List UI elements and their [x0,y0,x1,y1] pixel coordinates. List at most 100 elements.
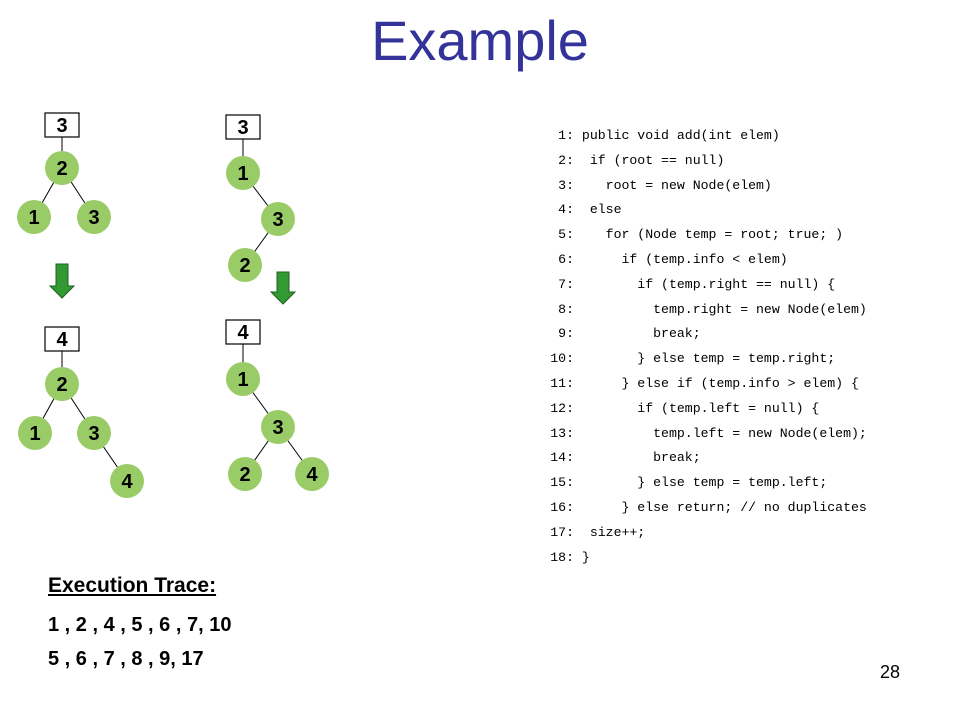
code-line-text: } else return; // no duplicates [574,499,867,515]
tree-top-right: 3 1 3 2 [225,114,295,282]
code-line-number: 10: [550,351,574,367]
code-line-text: if (root == null) [574,152,725,168]
code-line-text: public void add(int elem) [574,128,780,143]
tree-node [45,367,79,401]
code-line: 5: for (Node temp = root; true; ) [538,223,867,248]
tree-node-label: 2 [56,158,67,180]
tree-node-label: 4 [121,471,133,493]
tree-node [226,362,260,396]
tree-node [226,156,260,190]
code-line-number: 4: [558,202,574,218]
code-line-number: 1: [558,128,574,143]
insert-value-box [225,114,261,140]
code-line: 12: if (temp.left = null) { [538,397,867,422]
code-line: 11: } else if (temp.info > elem) { [538,372,867,397]
code-line-text: root = new Node(elem) [574,177,772,193]
code-line-number: 11: [550,375,574,391]
code-line-number: 2: [558,152,574,168]
tree-node [228,248,262,282]
tree-node-label: 1 [28,207,39,229]
tree-node [17,200,51,234]
tree-node-label: 3 [88,423,99,445]
code-line-number: 6: [558,251,574,267]
tree-node [295,457,329,491]
code-line: 15: } else temp = temp.left; [538,471,867,496]
tree-node-label: 3 [272,417,283,439]
code-line-number: 12: [550,400,574,416]
code-line: 18: } [538,546,867,571]
code-line-number: 3: [558,177,574,193]
insert-value-label: 3 [56,115,67,137]
tree-node-label: 3 [88,207,99,229]
code-line-number: 16: [550,499,574,515]
insert-value-label: 3 [237,117,248,139]
tree-node-label: 2 [239,255,250,277]
tree-node-label: 1 [29,423,40,445]
code-line-text: } else if (temp.info > elem) { [574,375,859,391]
code-line-text: if (temp.right == null) { [574,276,836,292]
tree-node [261,202,295,236]
tree-node [77,416,111,450]
code-line-number: 18: [550,549,574,565]
code-line: 3: root = new Node(elem) [538,174,867,199]
code-line: 7: if (temp.right == null) { [538,273,867,298]
tree-node [228,457,262,491]
tree-node-label: 1 [237,369,248,391]
tree-node [45,151,79,185]
insert-value-box [44,326,80,352]
tree-node [110,464,144,498]
tree-node [77,200,111,234]
code-line-number: 15: [550,475,574,491]
code-line-text: else [574,202,622,218]
code-line: 2: if (root == null) [538,149,867,174]
code-line-text: if (temp.info < elem) [574,251,788,267]
insert-value-box [44,112,80,138]
code-line-text: } [574,549,590,565]
code-line-number: 5: [558,227,574,243]
code-line: 14: break; [538,446,867,471]
tree-top-left: 3 2 1 3 [17,112,111,234]
code-line-number: 13: [550,425,574,441]
slide-title: Example [371,9,589,72]
tree-node-label: 1 [237,163,248,185]
tree-node-label: 2 [56,374,67,396]
code-line: 17: size++; [538,521,867,546]
code-line-text: if (temp.left = null) { [574,400,820,416]
code-line: 10: } else temp = temp.right; [538,347,867,372]
code-line-number: 9: [558,326,574,342]
code-line: 1: public void add(int elem) [538,124,867,149]
trace-line-1: 1 , 2 , 4 , 5 , 6 , 7, 10 [48,614,232,636]
tree-bottom-left: 4 2 1 3 4 [18,326,144,498]
code-line: 9: break; [538,322,867,347]
trace-line-2: 5 , 6 , 7 , 8 , 9, 17 [48,648,204,670]
insert-value-box [225,319,261,345]
tree-node-label: 4 [306,464,318,486]
code-line: 6: if (temp.info < elem) [538,248,867,273]
code-line-text: break; [574,326,701,342]
tree-node [261,410,295,444]
tree-node-label: 3 [272,209,283,231]
code-line: 13: temp.left = new Node(elem); [538,422,867,447]
code-line-text: break; [574,450,701,466]
trace-heading: Execution Trace: [48,574,217,597]
down-arrow-left [48,263,76,299]
code-line-number: 8: [558,301,574,317]
code-line-text: temp.right = new Node(elem) [574,301,867,317]
code-line-number: 7: [558,276,574,292]
code-listing: 1: public void add(int elem)2: if (root … [538,124,867,570]
down-arrow-right [269,271,297,305]
code-line: 8: temp.right = new Node(elem) [538,298,867,323]
code-line: 16: } else return; // no duplicates [538,496,867,521]
code-line-text: } else temp = temp.right; [574,351,836,367]
code-line-text: temp.left = new Node(elem); [574,425,867,441]
insert-value-label: 4 [56,329,68,351]
code-line-number: 14: [550,450,574,466]
tree-node-label: 2 [239,464,250,486]
tree-node [18,416,52,450]
code-line-text: for (Node temp = root; true; ) [574,227,844,243]
page-number: 28 [880,662,901,682]
code-line: 4: else [538,198,867,223]
code-line-text: size++; [574,524,646,540]
